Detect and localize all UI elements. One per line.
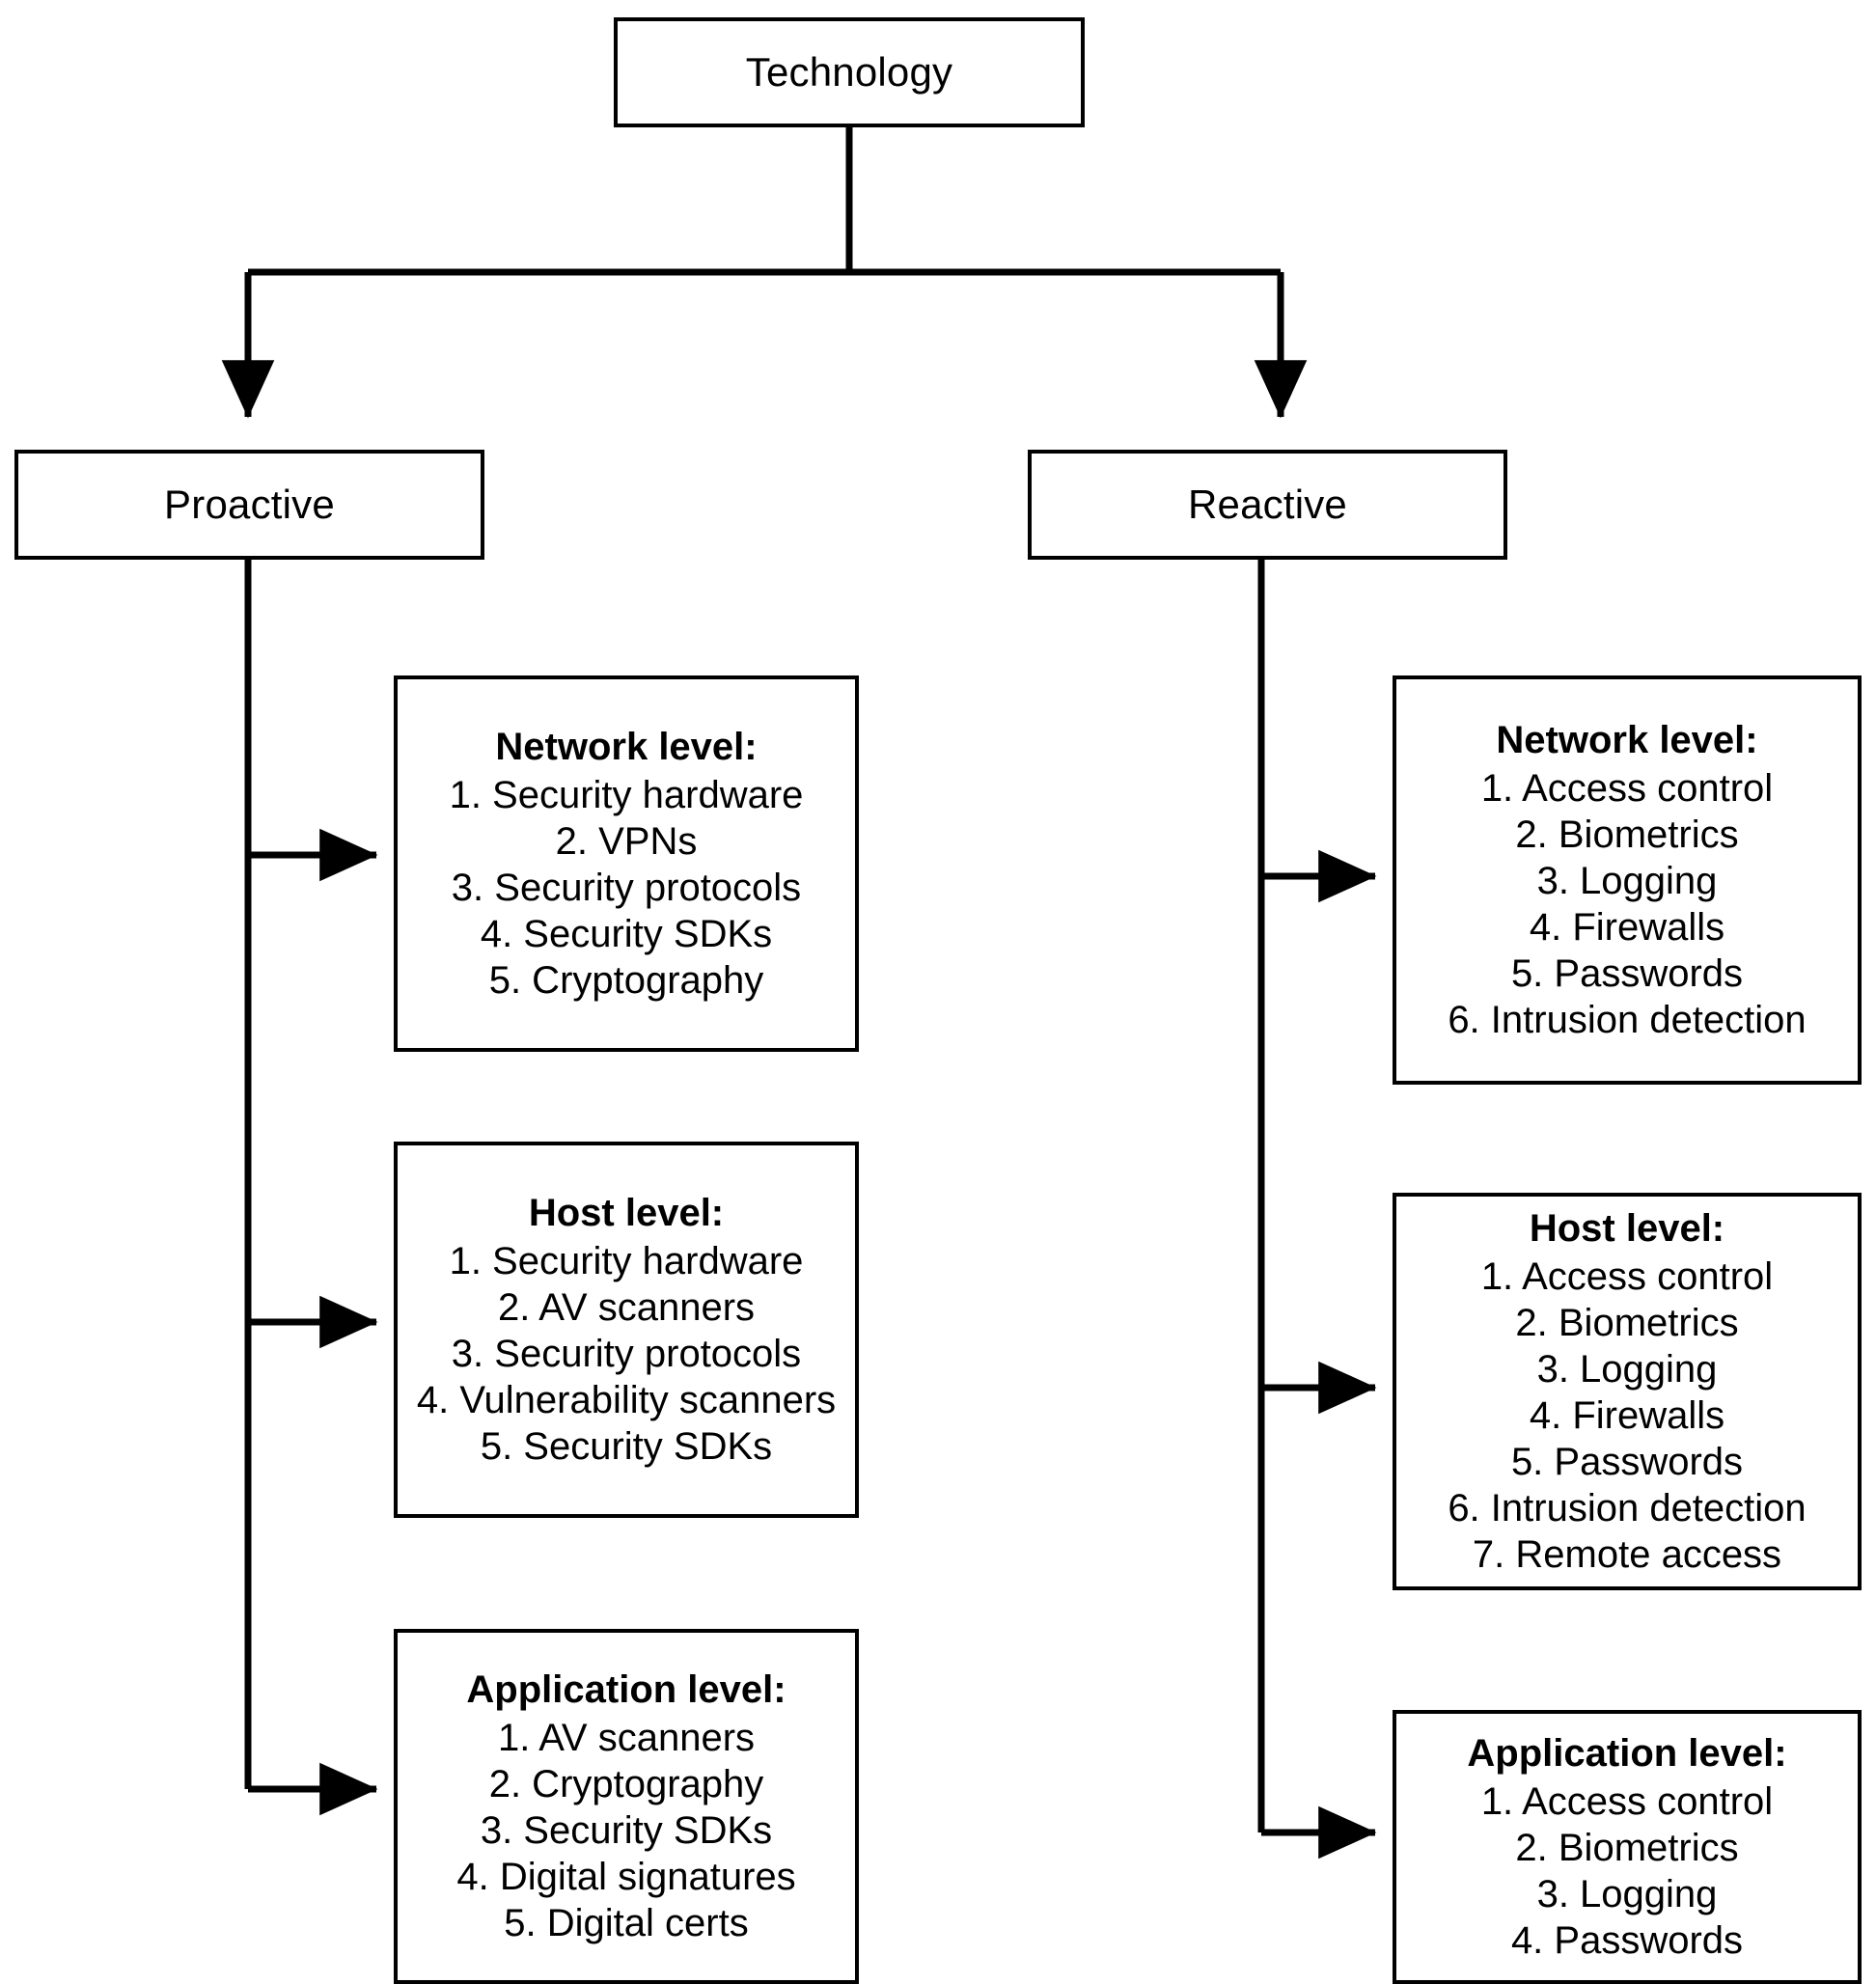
reactive-network-list: 1. Access control 2. Biometrics 3. Loggi… (1414, 765, 1840, 1043)
list-item: 4. Firewalls (1529, 1394, 1725, 1438)
list-item: 4. Passwords (1510, 1919, 1744, 1963)
proactive-network-list: 1. Security hardware 2. VPNs 3. Security… (415, 772, 838, 1004)
list-item: 2. Cryptography (488, 1763, 764, 1806)
list-item: 4. Firewalls (1529, 906, 1725, 950)
list-item: 2. Biometrics (1515, 1827, 1739, 1870)
proactive-application-heading: Application level: (466, 1667, 786, 1711)
list-item: 3. Logging (1536, 1348, 1718, 1392)
list-item: 1. Access control (1480, 767, 1774, 811)
proactive-host-heading: Host level: (528, 1191, 725, 1234)
reactive-application-list: 1. Access control 2. Biometrics 3. Loggi… (1414, 1778, 1840, 1964)
list-item: 3. Security protocols (451, 1333, 802, 1376)
list-item: 2. VPNs (555, 820, 698, 864)
reactive-application-heading: Application level: (1467, 1731, 1787, 1775)
reactive-network-heading: Network level: (1496, 718, 1758, 761)
list-item: 6. Intrusion detection (1448, 1487, 1807, 1530)
proactive-application-list: 1. AV scanners 2. Cryptography 3. Securi… (415, 1715, 838, 1946)
list-item: 1. Security hardware (449, 774, 804, 817)
node-proactive-host-level[interactable]: Host level: 1. Security hardware 2. AV s… (394, 1142, 859, 1518)
node-reactive[interactable]: Reactive (1028, 450, 1507, 560)
list-item: 3. Security protocols (451, 867, 802, 910)
node-proactive-application-level[interactable]: Application level: 1. AV scanners 2. Cry… (394, 1629, 859, 1984)
reactive-host-heading: Host level: (1529, 1206, 1725, 1250)
list-item: 2. Biometrics (1515, 813, 1739, 857)
list-item: 2. AV scanners (497, 1286, 756, 1330)
list-item: 3. Logging (1536, 860, 1718, 903)
list-item: 1. Security hardware (449, 1240, 804, 1283)
node-proactive-network-level[interactable]: Network level: 1. Security hardware 2. V… (394, 675, 859, 1052)
list-item: 1. AV scanners (497, 1717, 756, 1760)
list-item: 4. Security SDKs (480, 913, 773, 956)
node-technology[interactable]: Technology (614, 17, 1085, 127)
connector-technology-split (248, 127, 1281, 276)
list-item: 3. Security SDKs (480, 1809, 773, 1853)
node-reactive-host-level[interactable]: Host level: 1. Access control 2. Biometr… (1393, 1193, 1862, 1590)
list-item: 4. Digital signatures (456, 1856, 796, 1899)
list-item: 1. Access control (1480, 1255, 1774, 1299)
node-reactive-application-level[interactable]: Application level: 1. Access control 2. … (1393, 1710, 1862, 1984)
list-item: 5. Security SDKs (480, 1425, 773, 1469)
reactive-host-list: 1. Access control 2. Biometrics 3. Loggi… (1414, 1254, 1840, 1578)
node-proactive[interactable]: Proactive (14, 450, 484, 560)
list-item: 7. Remote access (1472, 1533, 1782, 1577)
node-proactive-label: Proactive (164, 482, 335, 528)
list-item: 4. Vulnerability scanners (416, 1379, 837, 1422)
list-item: 2. Biometrics (1515, 1302, 1739, 1345)
proactive-network-heading: Network level: (495, 725, 758, 768)
node-reactive-network-level[interactable]: Network level: 1. Access control 2. Biom… (1393, 675, 1862, 1085)
list-item: 5. Passwords (1510, 1441, 1744, 1484)
list-item: 6. Intrusion detection (1448, 999, 1807, 1042)
proactive-host-list: 1. Security hardware 2. AV scanners 3. S… (415, 1238, 838, 1470)
list-item: 1. Access control (1480, 1780, 1774, 1824)
list-item: 3. Logging (1536, 1873, 1718, 1916)
list-item: 5. Digital certs (504, 1902, 749, 1945)
list-item: 5. Cryptography (488, 959, 764, 1003)
node-technology-label: Technology (745, 49, 953, 96)
node-reactive-label: Reactive (1187, 482, 1347, 528)
list-item: 5. Passwords (1510, 952, 1744, 996)
